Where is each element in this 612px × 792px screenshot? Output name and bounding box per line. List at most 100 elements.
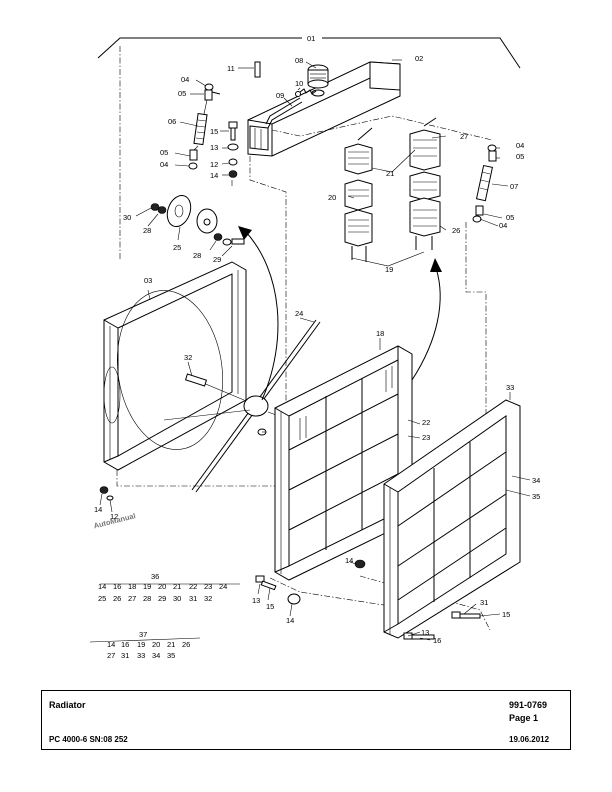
stay-rods <box>163 319 321 493</box>
callout-04: 04 <box>516 141 524 150</box>
assembly-bracket-01 <box>97 37 521 69</box>
core-callout-lines <box>351 149 425 267</box>
kit-36-item: 31 <box>189 594 197 603</box>
lower-hardware <box>99 428 481 640</box>
callout-05: 05 <box>506 213 514 222</box>
kit-36-item: 30 <box>173 594 181 603</box>
kit-37-item: 26 <box>182 640 190 649</box>
callout-18: 18 <box>376 329 384 338</box>
assembly-arrows <box>238 226 442 401</box>
callout-15: 15 <box>266 602 274 611</box>
cover-plate-assembly <box>150 195 245 246</box>
callout-14: 14 <box>94 505 102 514</box>
kit-36-item: 25 <box>98 594 106 603</box>
leader-lines <box>89 59 531 643</box>
callout-23: 23 <box>422 433 430 442</box>
core-element-stack-left <box>344 127 373 262</box>
callout-13: 13 <box>421 628 429 637</box>
callout-30: 30 <box>123 213 131 222</box>
kit-36-item: 32 <box>204 594 212 603</box>
kit-37-list: 37 14 16 19 20 21 26 27 31 33 34 35 <box>107 630 190 660</box>
callout-15: 15 <box>502 610 510 619</box>
kit-37-item: 27 <box>107 651 115 660</box>
document-number: 991-0769 <box>509 700 548 710</box>
filler-cap <box>307 64 329 97</box>
kit-36-item: 21 <box>173 582 181 591</box>
callout-27: 27 <box>460 132 468 141</box>
callout-06: 06 <box>168 117 176 126</box>
callout-04: 04 <box>160 160 168 169</box>
guard-frame <box>383 399 521 639</box>
pin <box>254 61 261 78</box>
kit-37-item: 31 <box>121 651 129 660</box>
machine-model: PC 4000-6 SN:08 252 <box>49 735 128 744</box>
callout-29: 29 <box>213 255 221 264</box>
kit-37-item: 33 <box>137 651 145 660</box>
title-block: Radiator 991-0769 Page 1 PC 4000-6 SN:08… <box>41 690 571 750</box>
callout-32: 32 <box>184 353 192 362</box>
kit-36-item: 14 <box>98 582 106 591</box>
callout-28: 28 <box>143 226 151 235</box>
callout-05: 05 <box>516 152 524 161</box>
kit-36-item: 20 <box>158 582 166 591</box>
callout-16: 16 <box>433 636 441 645</box>
callout-04: 04 <box>499 221 507 230</box>
header-tank <box>247 61 401 157</box>
callout-19: 19 <box>385 265 393 274</box>
kit-37-label: 37 <box>139 630 147 639</box>
callout-11: 11 <box>227 64 235 73</box>
callout-33: 33 <box>506 383 514 392</box>
kit-36-item: 16 <box>113 582 121 591</box>
callout-04: 04 <box>181 75 189 84</box>
radiator-frame <box>274 345 413 581</box>
kit-36-item: 18 <box>128 582 136 591</box>
kit-36-item: 19 <box>143 582 151 591</box>
core-element-stack-right <box>409 117 441 250</box>
kit-37-item: 35 <box>167 651 175 660</box>
issue-date: 19.06.2012 <box>509 735 550 744</box>
pressure-valve <box>295 88 317 97</box>
kit-37-item: 19 <box>137 640 145 649</box>
sight-gauge-right <box>472 144 497 223</box>
kit-36-label: 36 <box>151 572 159 581</box>
callout-03: 03 <box>144 276 152 285</box>
callout-21: 21 <box>386 169 394 178</box>
callout-02: 02 <box>415 54 423 63</box>
page-number: Page 1 <box>509 713 539 723</box>
kit-36-item: 24 <box>219 582 227 591</box>
kit-37-item: 34 <box>152 651 160 660</box>
callout-14: 14 <box>210 171 218 180</box>
callout-05: 05 <box>178 89 186 98</box>
kit-36-item: 27 <box>128 594 136 603</box>
kit-36-item: 29 <box>158 594 166 603</box>
kit-36-list: 36 14 16 18 19 20 21 22 23 24 25 26 27 2… <box>98 572 227 603</box>
callout-12: 12 <box>210 160 218 169</box>
callout-05: 05 <box>160 148 168 157</box>
kit-36-item: 28 <box>143 594 151 603</box>
callout-26: 26 <box>452 226 460 235</box>
callout-09: 09 <box>276 91 284 100</box>
callout-01: 01 <box>307 34 315 43</box>
callout-15: 15 <box>210 127 218 136</box>
callout-08: 08 <box>295 56 303 65</box>
callout-31: 31 <box>480 598 488 607</box>
kit-37-item: 14 <box>107 640 115 649</box>
kit-36-item: 22 <box>189 582 197 591</box>
sight-gauge-left <box>188 83 221 170</box>
kit-37-item: 20 <box>152 640 160 649</box>
kit-36-item: 23 <box>204 582 212 591</box>
callout-13: 13 <box>252 596 260 605</box>
kit-36-item: 26 <box>113 594 121 603</box>
callout-28: 28 <box>193 251 201 260</box>
callout-22: 22 <box>422 418 430 427</box>
callout-34: 34 <box>532 476 540 485</box>
callout-35: 35 <box>532 492 540 501</box>
exploded-parts-diagram: AutoManual <box>89 34 540 660</box>
callout-25: 25 <box>173 243 181 252</box>
callout-12: 12 <box>110 512 118 521</box>
callout-14: 14 <box>345 556 353 565</box>
drawing-title: Radiator <box>49 700 86 710</box>
callout-13: 13 <box>210 143 218 152</box>
fan-shroud <box>103 261 247 471</box>
callout-labels: 01 02 03 04 04 04 04 05 05 05 05 06 07 0… <box>94 34 540 645</box>
